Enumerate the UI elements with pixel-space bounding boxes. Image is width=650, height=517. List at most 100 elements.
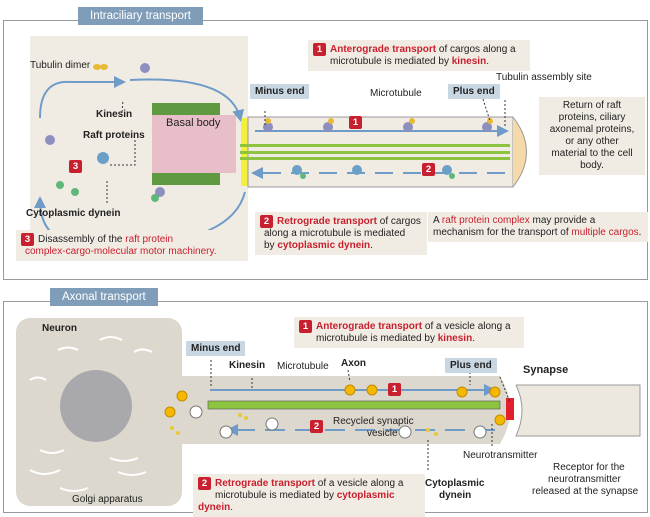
anterograde-kinesin: kinesin xyxy=(451,56,487,67)
recycled-vesicle-label-2: vesicle xyxy=(367,428,398,439)
axon-label: Axon xyxy=(341,358,366,369)
basal-body-top-band xyxy=(152,103,220,115)
axonal-arrow-badge-2: 2 xyxy=(310,420,323,433)
microtubule-2 xyxy=(240,151,510,154)
plus-end-tag-2: Plus end xyxy=(445,358,497,373)
return-caption: Return of raft proteins, ciliary axonema… xyxy=(539,97,645,175)
receptor-label-3: released at the synapse xyxy=(532,486,639,497)
vesicles xyxy=(189,405,487,439)
return-line-4: or any other xyxy=(565,136,619,147)
retrograde-line3c: . xyxy=(370,240,373,251)
recycled-vesicle-label-1: Recycled synaptic xyxy=(333,416,414,427)
disassembly-line1a: Disassembly of the xyxy=(38,234,126,245)
axonal-retrograde-term: Retrograde transport xyxy=(215,478,316,489)
golgi-apparatus xyxy=(29,336,153,492)
retrograde-dynein: cytoplasmic dynein xyxy=(277,240,371,251)
axonal-title: Axonal transport xyxy=(50,288,158,306)
arrow-badge-2: 2 xyxy=(422,163,435,176)
axonal-retrograde-line2c: . xyxy=(230,502,234,513)
tubulin-dimer-label: Tubulin dimer xyxy=(30,60,91,71)
basal-body-label: Basal body xyxy=(166,117,221,129)
raft-complex-caption: A raft protein complex may provide a mec… xyxy=(428,212,648,242)
axonal-anterograde-text: of a vesicle along a xyxy=(422,321,511,332)
axonal-anterograde-term: Anterograde transport xyxy=(316,321,423,332)
tubulin-dimers xyxy=(93,64,493,124)
anterograde-line2c: . xyxy=(486,56,489,67)
basal-body xyxy=(152,115,236,173)
retrograde-text: of cargos xyxy=(377,216,421,227)
loaded-vesicles xyxy=(164,384,506,426)
anterograde-text: of cargos along a xyxy=(436,44,516,55)
receptor-label-2: neurotransmitter xyxy=(548,474,621,485)
microtubule-label-2: Microtubule xyxy=(277,361,329,372)
nucleus xyxy=(60,370,132,442)
cytoplasmic-dynein-label-1: Cytoplasmic dynein xyxy=(26,208,121,219)
synapse-label: Synapse xyxy=(523,364,569,376)
microtubule-3 xyxy=(240,157,510,160)
disassembly-caption: 3 Disassembly of the raft protein complex… xyxy=(16,230,236,261)
neurotransmitter-dots xyxy=(170,413,438,436)
axonal-arrow-badge-1: 1 xyxy=(388,383,401,396)
cytoplasmic-dynein-label-2b: dynein xyxy=(439,490,472,501)
raft-line2a: mechanism for the transport of xyxy=(433,227,572,238)
retrograde-line3a: by xyxy=(264,240,278,251)
raft-line1c: may provide a xyxy=(529,215,596,226)
golgi-label: Golgi apparatus xyxy=(72,494,143,505)
retrograde-term: Retrograde transport xyxy=(277,216,378,227)
step-3-badge-small: 3 xyxy=(69,160,82,173)
raft-line2c: . xyxy=(638,227,642,238)
axonal-retrograde-dynein: cytoplasmic dynein xyxy=(198,490,395,513)
anterograde-caption-2: 1 Anterograde transport of a vesicle alon… xyxy=(294,317,524,348)
cilium-tip xyxy=(512,116,527,188)
microtubule-label-1: Microtubule xyxy=(370,88,422,99)
disassembly-line1b: raft protein xyxy=(125,234,174,245)
microtubule-1 xyxy=(240,144,510,147)
neuron-label: Neuron xyxy=(42,323,77,334)
intraciliary-panel xyxy=(3,20,648,280)
intraciliary-title: Intraciliary transport xyxy=(78,7,203,25)
return-line-2: proteins, ciliary xyxy=(558,112,626,123)
axonal-anterograde-line2c: . xyxy=(472,333,475,344)
anterograde-caption-1: 1 Anterograde transport of cargos along a… xyxy=(308,40,530,71)
minus-end-tag-1: Minus end xyxy=(250,84,310,99)
leader-lines-2 xyxy=(210,360,511,470)
axonal-microtubule xyxy=(207,400,501,410)
return-line-3: axonemal proteins, xyxy=(549,124,635,135)
axonal-step-2-badge: 2 xyxy=(198,477,211,490)
retrograde-line2: along a microtubule is mediated xyxy=(264,228,406,239)
cargo-complexes xyxy=(45,63,492,197)
raft-line1b: raft protein complex xyxy=(441,215,530,226)
return-line-1: Return of raft xyxy=(562,100,622,111)
raft-proteins-label: Raft proteins xyxy=(83,130,145,141)
retrograde-caption-2: 2 Retrograde transport of a vesicle along… xyxy=(193,474,425,517)
cycle-arrow-into-cilium xyxy=(129,78,245,122)
postsynaptic-cell xyxy=(515,384,641,437)
plus-end-tag-1: Plus end xyxy=(448,84,500,99)
leader-lines-1 xyxy=(106,98,506,203)
minus-end-tag-2: Minus end xyxy=(186,341,246,356)
arrow-badge-1: 1 xyxy=(349,116,362,129)
axonal-anterograde-kinesin: kinesin xyxy=(437,333,473,344)
axonal-anterograde-line2a: microtubule is mediated by xyxy=(316,333,438,344)
axonal-retrograde-line2a: microtubule is mediated by xyxy=(215,490,337,501)
axonal-step-1-badge: 1 xyxy=(299,320,312,333)
synapse-marker xyxy=(506,398,514,420)
kinesin-label-2: Kinesin xyxy=(229,360,266,371)
anterograde-line2a: microtubule is mediated by xyxy=(330,56,452,67)
cycle-arrow-top xyxy=(39,76,126,119)
basal-body-bottom-band xyxy=(152,173,220,185)
raft-line2b: multiple cargos xyxy=(571,227,639,238)
dynein-motors xyxy=(56,173,455,202)
tubulin-assembly-site-label: Tubulin assembly site xyxy=(496,72,592,83)
step-1-badge: 1 xyxy=(313,43,326,56)
cytoplasmic-dynein-label-2a: Cytoplasmic xyxy=(425,478,485,489)
step-3-badge: 3 xyxy=(21,233,34,246)
axonal-retrograde-text: of a vesicle along a xyxy=(315,478,404,489)
disassembly-line2: complex-cargo-molecular motor machinery. xyxy=(25,246,217,257)
kinesin-label-1: Kinesin xyxy=(96,109,133,120)
anterograde-term: Anterograde transport xyxy=(330,44,437,55)
axon-terminal xyxy=(500,376,510,444)
